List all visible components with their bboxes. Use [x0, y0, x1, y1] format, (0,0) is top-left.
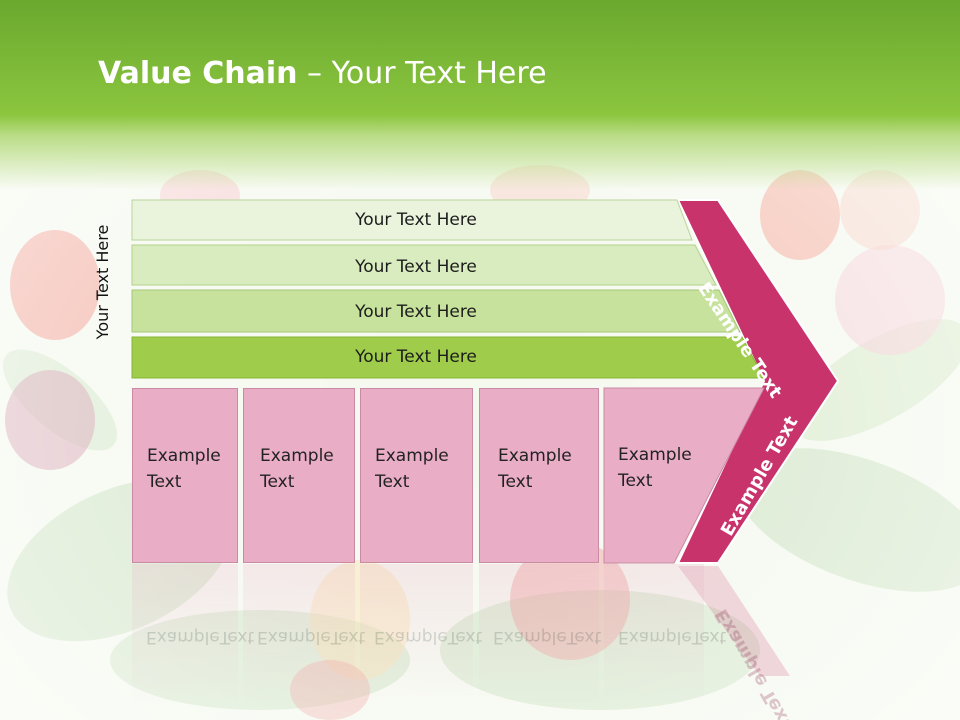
box-4-line2: Text	[498, 472, 533, 492]
margin-chevron	[676, 199, 840, 564]
box-5: Example Text	[604, 388, 704, 563]
box-3: Example Text	[360, 388, 473, 563]
box-4-reflection: ExampleText	[479, 564, 602, 704]
title-rest: – Your Text Here	[297, 56, 547, 91]
box-5-reflection-line1: Example	[618, 627, 692, 647]
bar-4: Your Text Here	[132, 337, 700, 377]
box-1-line2: Text	[147, 472, 182, 492]
bar-2-shape	[131, 244, 717, 286]
box-4-line1: Example	[498, 446, 572, 466]
slide-title: Value Chain – Your Text Here	[98, 56, 547, 91]
box-3-reflection-line2: Text	[447, 627, 483, 647]
box-2-reflection: ExampleText	[243, 564, 365, 704]
title-bold: Value Chain	[98, 56, 298, 91]
bar-1-label: Your Text Here	[355, 210, 477, 230]
bar-1-shape	[131, 199, 693, 241]
box-4-reflection-line2: Text	[566, 627, 602, 647]
box-3-reflection: ExampleText	[360, 564, 482, 704]
box-5-line2: Text	[618, 471, 653, 491]
bar-3-label: Your Text Here	[355, 302, 477, 322]
bar-3-shape	[131, 289, 741, 333]
box-1-reflection: ExampleText	[132, 564, 254, 704]
box-2-reflection-line1: Example	[257, 627, 331, 647]
box-1-reflection-line1: Example	[146, 627, 220, 647]
box-2-line1: Example	[260, 446, 334, 466]
box-5-reflection: ExampleText	[604, 564, 726, 704]
box-3-reflection-line1: Example	[374, 627, 448, 647]
box-2-line2: Text	[260, 472, 295, 492]
box-2: Example Text	[243, 388, 355, 563]
box-3-line2: Text	[375, 472, 410, 492]
box-4: Example Text	[479, 388, 599, 563]
bar-1: Your Text Here	[132, 200, 700, 240]
box-5-shape	[603, 387, 765, 564]
box-4-reflection-line1: Example	[493, 627, 567, 647]
bar-2: Your Text Here	[132, 247, 700, 287]
bar-3: Your Text Here	[132, 292, 700, 332]
box-5-line1: Example	[618, 445, 692, 465]
box-1-line1: Example	[147, 446, 221, 466]
box-3-line1: Example	[375, 446, 449, 466]
side-label: Your Text Here	[93, 224, 112, 340]
title-band	[0, 0, 960, 190]
box-1: Example Text	[132, 388, 238, 563]
bar-4-label: Your Text Here	[355, 347, 477, 367]
chevron-reflection	[678, 566, 790, 676]
bar-2-label: Your Text Here	[355, 257, 477, 277]
bar-4-shape	[131, 336, 765, 379]
